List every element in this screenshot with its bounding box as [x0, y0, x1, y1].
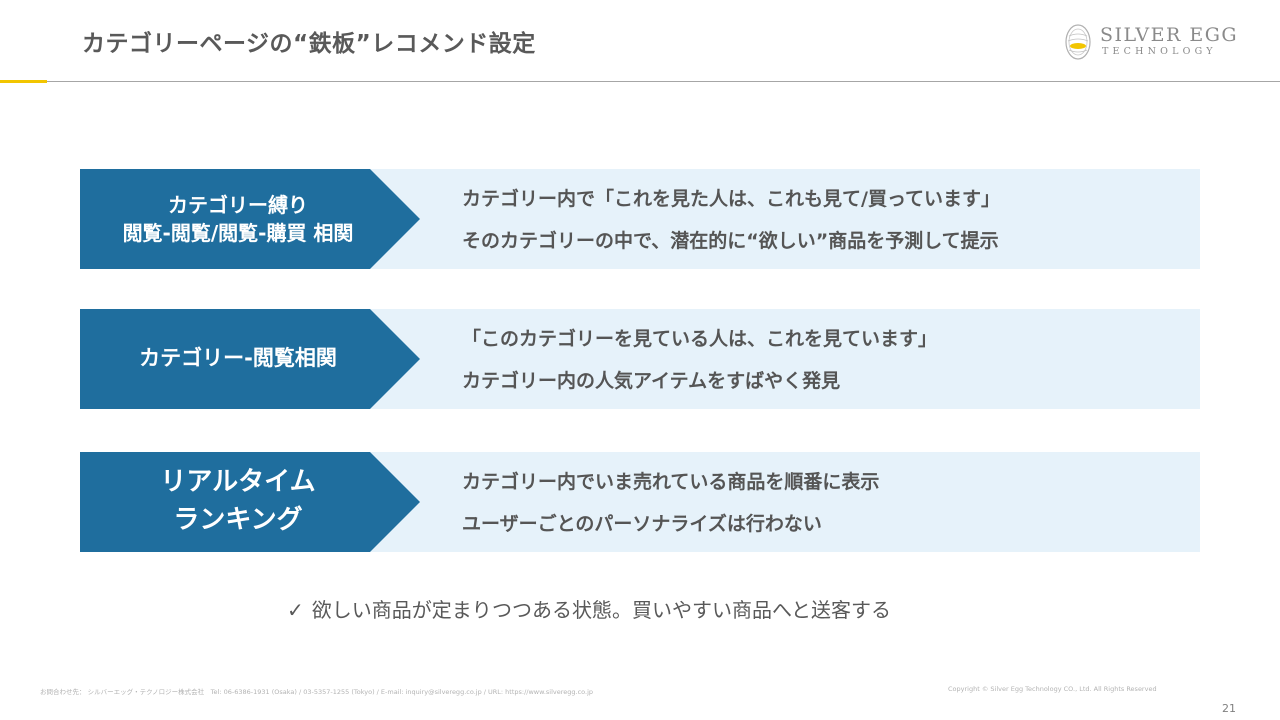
row-label-line: カテゴリー-閲覧相関 — [139, 346, 337, 371]
row-description-line: そのカテゴリーの中で、潜在的に“欲しい”商品を予測して提示 — [462, 230, 999, 252]
row-label-arrow — [80, 169, 420, 269]
checkmark-icon: ✓ — [287, 598, 304, 622]
row-description-line: 「このカテゴリーを見ている人は、これを見ています」 — [462, 328, 938, 350]
page-title: カテゴリーページの“鉄板”レコメンド設定 — [82, 31, 536, 57]
recommend-row-realtime-ranking: リアルタイム ランキング カテゴリー内でいま売れている商品を順番に表示 ユーザー… — [80, 452, 1200, 552]
row-description: カテゴリー内で「これを見た人は、これも見て/買っています」 そのカテゴリーの中で… — [462, 178, 1000, 262]
row-label-arrow — [80, 452, 420, 552]
recommend-row-category-view: カテゴリー-閲覧相関 「このカテゴリーを見ている人は、これを見ています」 カテゴ… — [80, 309, 1200, 409]
row-description-line: カテゴリー内でいま売れている商品を順番に表示 — [462, 471, 880, 493]
row-label-line: 閲覧-閲覧/閲覧-購買 相関 — [122, 221, 354, 245]
recommend-row-category-correlation: カテゴリー縛り 閲覧-閲覧/閲覧-購買 相関 カテゴリー内で「これを見た人は、こ… — [80, 169, 1200, 269]
row-label-line: ランキング — [173, 505, 303, 535]
footer-contact: お問合わせ先： シルバーエッグ・テクノロジー株式会社 Tel: 06-6386-… — [40, 688, 594, 696]
row-description: カテゴリー内でいま売れている商品を順番に表示 ユーザーごとのパーソナライズは行わ… — [462, 461, 879, 545]
footer-copyright: Copyright © Silver Egg Technology CO., L… — [948, 685, 1157, 693]
logo-wordmark: SILVER EGG — [1100, 24, 1239, 46]
row-label: リアルタイム ランキング — [80, 452, 396, 552]
row-description-line: ユーザーごとのパーソナライズは行わない — [462, 513, 822, 535]
row-label: カテゴリー縛り 閲覧-閲覧/閲覧-購買 相関 — [80, 169, 396, 269]
row-label-line: リアルタイム — [160, 467, 316, 498]
row-label: カテゴリー-閲覧相関 — [80, 309, 396, 409]
logo-subtitle: TECHNOLOGY — [1102, 46, 1217, 57]
row-label-line: カテゴリー縛り — [168, 193, 308, 217]
row-description-line: カテゴリー内で「これを見た人は、これも見て/買っています」 — [462, 188, 1000, 210]
row-description: 「このカテゴリーを見ている人は、これを見ています」 カテゴリー内の人気アイテムを… — [462, 318, 937, 402]
header-divider — [0, 81, 1280, 82]
row-description-line: カテゴリー内の人気アイテムをすばやく発見 — [462, 370, 841, 392]
egg-logo-icon — [1065, 24, 1091, 60]
summary-note: ✓ 欲しい商品が定まりつつある状態。買いやすい商品へと送客する — [287, 594, 891, 623]
page-number: 21 — [1222, 702, 1236, 715]
summary-text: 欲しい商品が定まりつつある状態。買いやすい商品へと送客する — [311, 598, 891, 622]
company-logo: SILVER EGG TECHNOLOGY — [1064, 22, 1254, 62]
row-label-arrow — [80, 309, 420, 409]
header-accent-bar — [0, 80, 47, 83]
